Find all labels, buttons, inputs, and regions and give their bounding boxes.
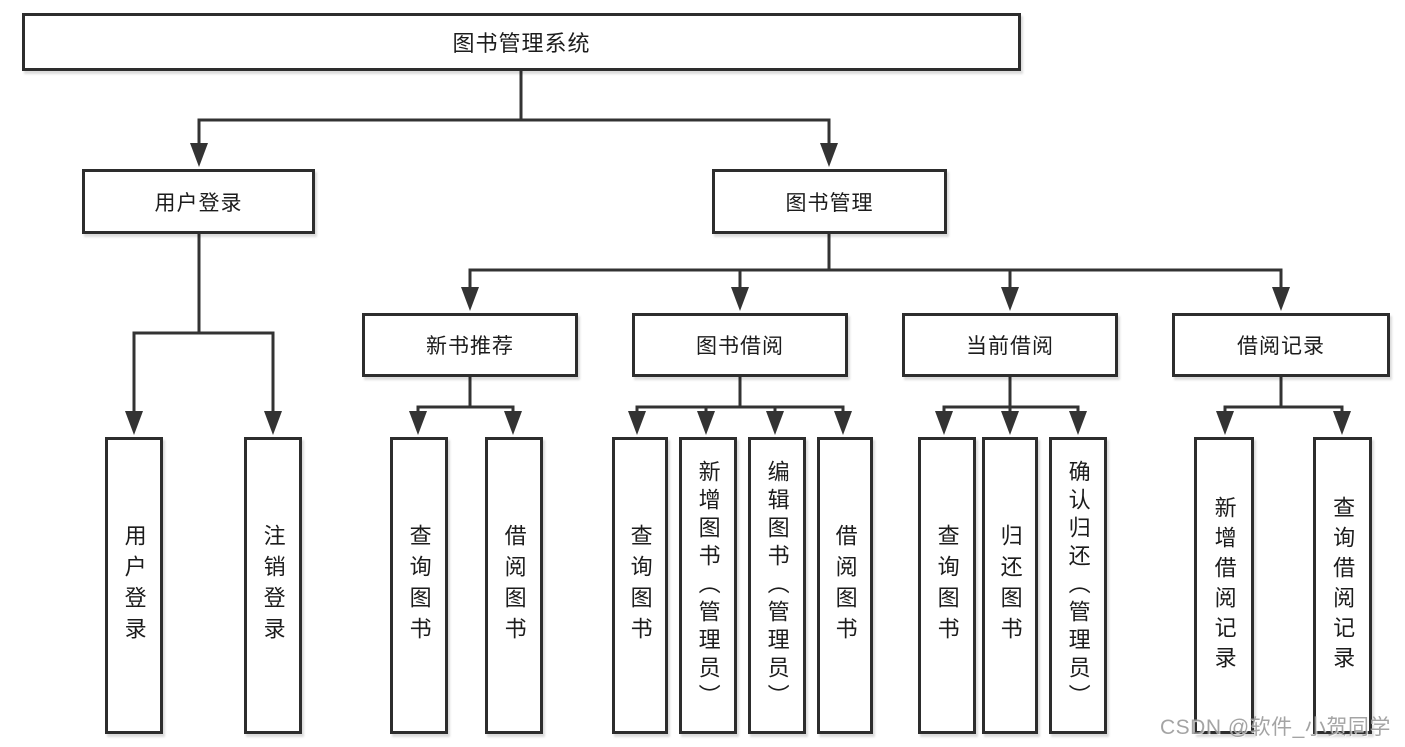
node-current-borrowing: 当前借阅	[902, 313, 1118, 377]
node-book-borrowing-label: 图书借阅	[696, 335, 784, 358]
leaf-edit-book-admin-label: 编辑图书（管理员）	[764, 459, 790, 712]
node-root: 图书管理系统	[22, 13, 1021, 71]
leaf-borrow-books-recommend: 借阅图书	[485, 437, 543, 734]
leaf-edit-book-admin: 编辑图书（管理员）	[748, 437, 806, 734]
node-borrowing-records-label: 借阅记录	[1237, 335, 1325, 358]
node-new-book-recommendation: 新书推荐	[362, 313, 578, 377]
leaf-add-borrow-record-label: 新增借阅记录	[1211, 495, 1237, 676]
connector-new-book-recommendation-to-leaves	[409, 375, 522, 435]
leaf-user-login-label: 用户登录	[121, 523, 147, 648]
leaf-query-books-recommend: 查询图书	[390, 437, 448, 734]
leaf-return-books-label: 归还图书	[997, 523, 1023, 648]
leaf-query-books-current: 查询图书	[918, 437, 976, 734]
watermark: CSDN @软件_小贺同学	[1160, 716, 1391, 739]
node-book-management: 图书管理	[712, 169, 947, 234]
leaf-add-book-admin-label: 新增图书（管理员）	[695, 459, 721, 712]
leaf-query-borrow-record: 查询借阅记录	[1313, 437, 1372, 734]
connector-current-borrowing-to-leaves	[935, 375, 1087, 435]
connector-root-to-level2	[190, 69, 838, 167]
node-borrowing-records: 借阅记录	[1172, 313, 1390, 377]
node-new-book-recommendation-label: 新书推荐	[426, 335, 514, 358]
leaf-add-book-admin: 新增图书（管理员）	[679, 437, 737, 734]
node-user-login-label: 用户登录	[154, 191, 243, 215]
leaf-confirm-return-admin: 确认归还（管理员）	[1049, 437, 1107, 734]
leaf-query-borrow-record-label: 查询借阅记录	[1330, 495, 1356, 676]
leaf-add-borrow-record: 新增借阅记录	[1194, 437, 1254, 734]
leaf-query-books-recommend-label: 查询图书	[406, 523, 432, 648]
leaf-query-books-current-label: 查询图书	[934, 523, 960, 648]
connector-book-management-to-categories	[461, 232, 1290, 311]
leaf-return-books: 归还图书	[982, 437, 1038, 734]
node-book-borrowing: 图书借阅	[632, 313, 848, 377]
node-user-login: 用户登录	[82, 169, 315, 234]
connector-book-borrowing-to-leaves	[628, 375, 852, 435]
node-root-label: 图书管理系统	[452, 31, 591, 56]
leaf-borrow-books-borrowing-label: 借阅图书	[832, 523, 858, 648]
leaf-user-login: 用户登录	[105, 437, 163, 734]
connector-borrowing-records-to-leaves	[1216, 375, 1351, 435]
connector-user-login-to-leaves	[125, 232, 282, 435]
node-current-borrowing-label: 当前借阅	[966, 335, 1054, 358]
leaf-borrow-books-borrowing: 借阅图书	[817, 437, 873, 734]
leaf-query-books-borrowing: 查询图书	[612, 437, 668, 734]
leaf-confirm-return-admin-label: 确认归还（管理员）	[1065, 459, 1091, 712]
leaf-logout: 注销登录	[244, 437, 302, 734]
leaf-logout-label: 注销登录	[260, 523, 286, 648]
node-book-management-label: 图书管理	[785, 191, 874, 215]
leaf-borrow-books-recommend-label: 借阅图书	[501, 523, 527, 648]
leaf-query-books-borrowing-label: 查询图书	[627, 523, 653, 648]
